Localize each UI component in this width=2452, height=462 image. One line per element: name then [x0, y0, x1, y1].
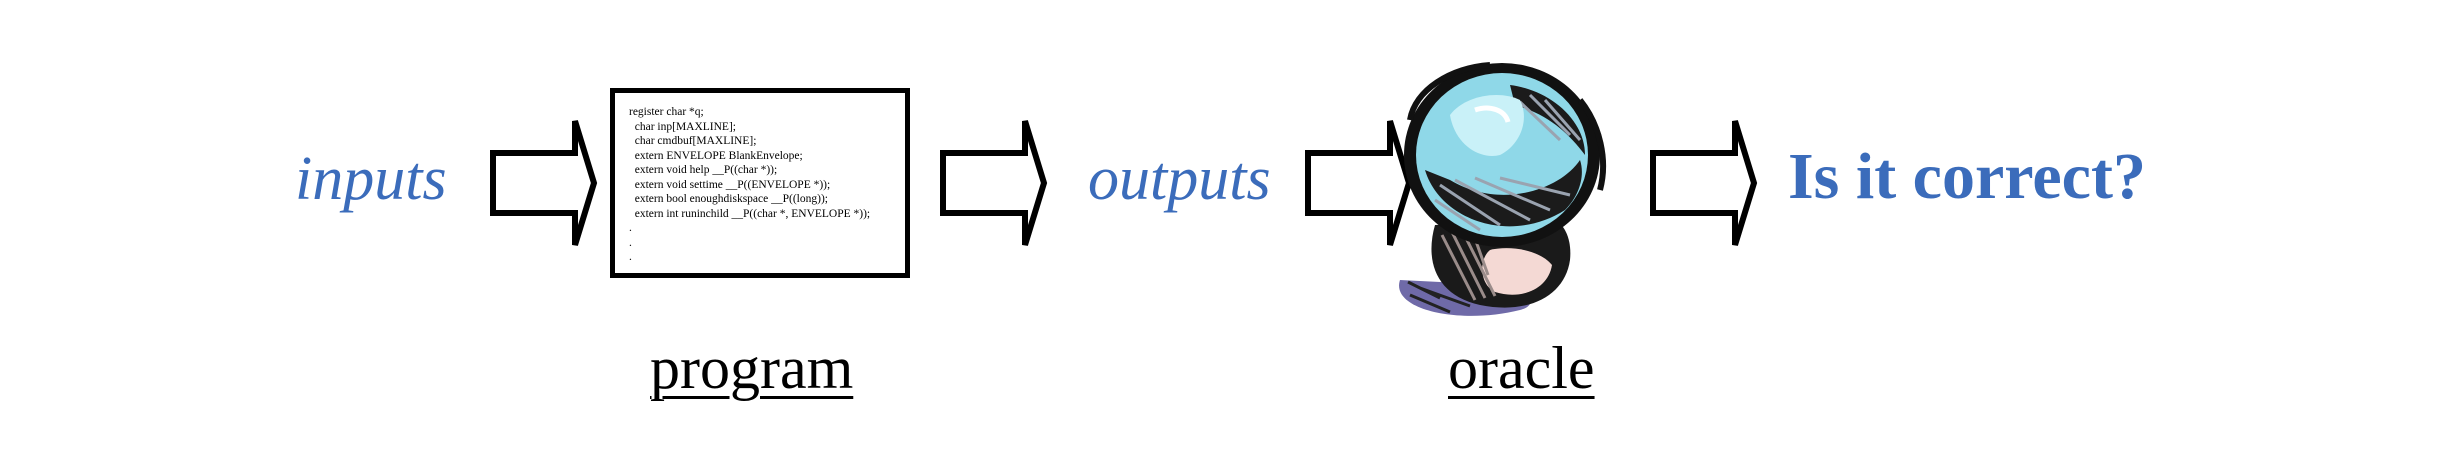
code-line: .	[629, 222, 632, 234]
crystal-ball-icon	[1399, 62, 1606, 316]
inputs-label: inputs	[295, 145, 447, 213]
code-line: char cmdbuf[MAXLINE];	[629, 135, 757, 147]
program-code: register char *q; char inp[MAXLINE]; cha…	[629, 105, 870, 265]
right-arrow-icon	[1650, 120, 1758, 246]
code-line: extern int runinchild __P((char *, ENVEL…	[629, 207, 871, 220]
code-line: extern void help __P((char *));	[629, 164, 778, 176]
oracle-caption: oracle	[1448, 335, 1595, 401]
program-box: register char *q; char inp[MAXLINE]; cha…	[610, 88, 910, 278]
code-line: register char *q;	[629, 106, 704, 118]
program-caption: program	[650, 335, 854, 401]
code-line: .	[629, 251, 632, 263]
code-line: extern void settime __P((ENVELOPE *));	[629, 178, 831, 191]
right-arrow-icon	[490, 120, 598, 246]
code-line: .	[629, 236, 632, 249]
code-line: extern bool enoughdiskspace __P((long));	[629, 193, 828, 205]
code-line: char inp[MAXLINE];	[629, 120, 736, 133]
right-arrow-icon	[1305, 120, 1413, 246]
code-line: extern ENVELOPE BlankEnvelope;	[629, 149, 803, 162]
correctness-question: Is it correct?	[1788, 140, 2146, 213]
outputs-label: outputs	[1088, 145, 1271, 213]
right-arrow-icon	[940, 120, 1048, 246]
